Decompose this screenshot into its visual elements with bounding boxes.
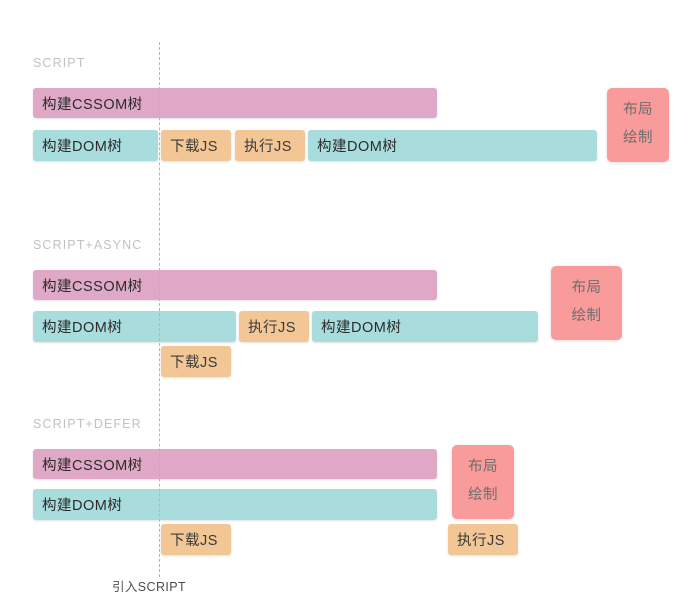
phase-label-script-async: SCRIPT+ASYNC (33, 238, 143, 252)
bar-build-dom-script-1: 构建DOM树 (33, 130, 158, 161)
bar-build-dom-async-2: 构建DOM树 (312, 311, 538, 342)
phase-label-script: SCRIPT (33, 56, 86, 70)
bar-build-cssom-defer: 构建CSSOM树 (33, 449, 437, 479)
bar-download-js-script: 下载JS (161, 130, 231, 161)
bar-build-dom-async-1: 构建DOM树 (33, 311, 236, 342)
bar-execute-js-script: 执行JS (235, 130, 305, 161)
phase-label-script-defer: SCRIPT+DEFER (33, 417, 142, 431)
bar-build-cssom-async: 构建CSSOM树 (33, 270, 437, 300)
render-layout-label-defer: 布局 (468, 459, 498, 476)
render-box-defer: 布局 绘制 (452, 445, 514, 519)
render-paint-label-async: 绘制 (571, 308, 602, 324)
bar-execute-js-defer: 执行JS (448, 524, 518, 555)
script-insertion-marker-label: 引入SCRIPT (112, 580, 187, 594)
render-paint-label-script: 绘制 (623, 130, 653, 146)
bar-build-cssom-script: 构建CSSOM树 (33, 88, 437, 118)
render-layout-label-script: 布局 (623, 102, 653, 119)
bar-execute-js-async: 执行JS (239, 311, 309, 342)
render-box-async: 布局 绘制 (551, 266, 622, 340)
render-box-script: 布局 绘制 (607, 88, 669, 162)
render-paint-label-defer: 绘制 (468, 487, 498, 503)
bar-download-js-async: 下载JS (161, 346, 231, 377)
script-insertion-marker-line (159, 42, 160, 577)
render-layout-label-async: 布局 (571, 280, 602, 297)
bar-download-js-defer: 下载JS (161, 524, 231, 555)
bar-build-dom-defer: 构建DOM树 (33, 489, 437, 520)
bar-build-dom-script-2: 构建DOM树 (308, 130, 597, 161)
